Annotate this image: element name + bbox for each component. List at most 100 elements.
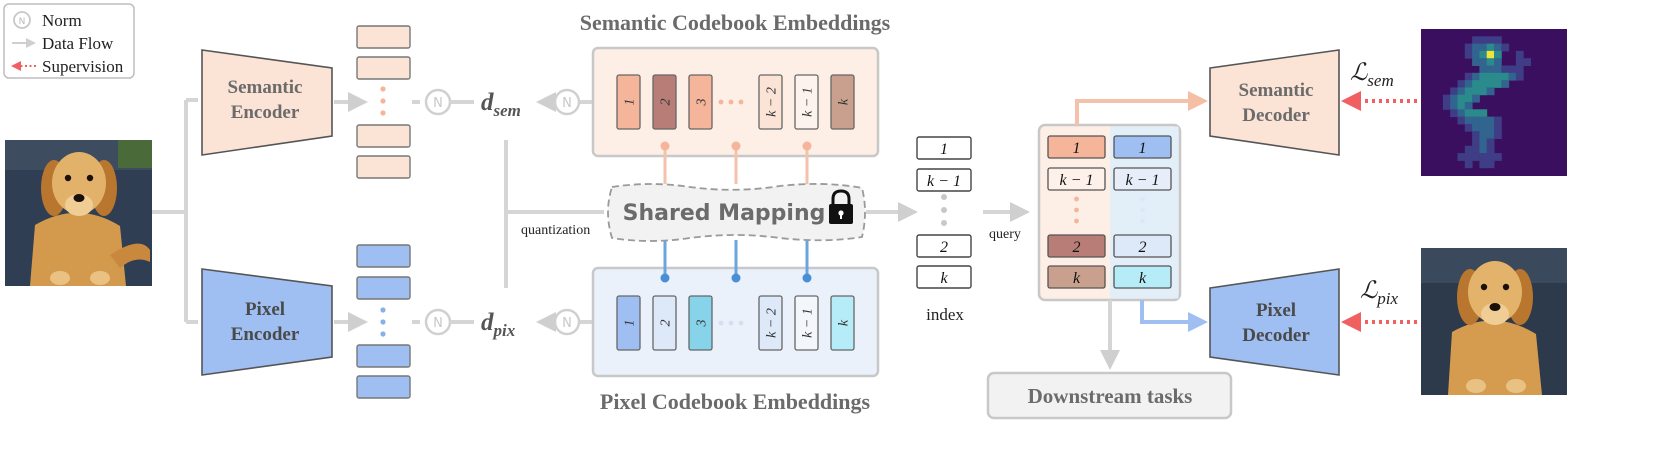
pixel-encoder-label-2: Encoder [231, 324, 300, 345]
index-item-label: 2 [940, 239, 948, 256]
heatmap-cell [1442, 102, 1451, 110]
heatmap-cell [1486, 153, 1495, 161]
heatmap-cell [1457, 80, 1466, 88]
pix-codebook-entry-label: 1 [623, 320, 638, 327]
pix-codebook-entry: k − 2 [758, 295, 783, 351]
input-image [5, 140, 152, 286]
pix-codebook-entry: 3 [688, 295, 713, 351]
index-list: 1k − 12k [916, 136, 972, 289]
pixel-mapping-connectors [660, 240, 812, 283]
heatmap-cell [1494, 50, 1502, 59]
shared-mapping-label: Shared Mapping [623, 201, 826, 226]
query-pix-label: k [1139, 270, 1147, 287]
heatmap-cell [1457, 116, 1466, 125]
query-sem-label: k − 1 [1060, 172, 1094, 189]
sem-codebook-entry: 2 [652, 74, 677, 130]
heatmap-cell [1472, 131, 1480, 139]
heatmap-cell [1464, 72, 1473, 81]
downstream-tasks-box: Downstream tasks [986, 371, 1233, 420]
pix-codebook-entry: 2 [652, 295, 677, 351]
heatmap-cell [1464, 80, 1473, 88]
index-ellipsis-dot [941, 207, 947, 213]
query-label: query [989, 227, 1021, 242]
heatmap-cell [1494, 116, 1502, 125]
heatmap-cell [1464, 43, 1473, 52]
pix-codebook-entry-label: k − 2 [765, 308, 780, 338]
heatmap-cell [1479, 65, 1488, 74]
query-ellipsis-dot [1140, 207, 1145, 213]
sem-codebook-ellipsis-dot [738, 99, 744, 105]
query-ellipsis-dot [1074, 218, 1079, 224]
legend-data-flow-label: Data Flow [42, 34, 114, 53]
sem-norm-icon-left: N [424, 88, 452, 116]
heatmap-cell [1472, 87, 1480, 96]
pix-codebook-ellipsis-dot [738, 320, 744, 326]
index-item-label: k [940, 270, 948, 287]
heatmap-cell [1486, 58, 1495, 66]
semantic-encoder: Semantic Encoder [201, 49, 333, 156]
query-sem-label: 2 [1073, 239, 1081, 256]
heatmap-cell [1494, 65, 1502, 74]
sem-codebook-entry: 1 [616, 74, 641, 130]
heatmap-cell [1479, 160, 1488, 169]
pixel-decoder: Pixel Decoder [1209, 268, 1340, 376]
semantic-decoder-label-1: Semantic [1239, 80, 1314, 101]
input-split-lines [152, 98, 198, 324]
heatmap-cell [1479, 87, 1488, 96]
index-ellipsis-dot [941, 220, 947, 226]
semantic-codebook-title: Semantic Codebook Embeddings [580, 10, 891, 35]
index-ellipsis-dot [941, 194, 947, 200]
heatmap-cell [1486, 116, 1495, 125]
heatmap-cell [1479, 80, 1488, 88]
heatmap-cell [1486, 160, 1495, 169]
pix-norm-right-symbol: N [562, 316, 572, 331]
query-sem-label: 1 [1073, 140, 1081, 157]
heatmap-cell [1486, 65, 1495, 74]
pix-codebook-entry: k − 1 [794, 295, 819, 351]
heatmap-cell [1486, 123, 1495, 132]
pix-norm-icon-left: N [424, 308, 452, 336]
heatmap-cell [1472, 58, 1480, 66]
pix-codebook-ellipsis-dot [728, 320, 734, 326]
semantic-mapping-connectors [660, 141, 812, 184]
sem-codebook-entry-label: k − 1 [801, 87, 816, 117]
pixel-codebook-title: Pixel Codebook Embeddings [600, 389, 871, 414]
heatmap-cell [1464, 145, 1473, 154]
pix-norm-icon-right: N [553, 308, 581, 336]
sem-norm-right-symbol: N [562, 96, 572, 111]
pixel-decoder-label-1: Pixel [1256, 300, 1296, 321]
heatmap-cell [1472, 153, 1480, 161]
heatmap-cell [1479, 145, 1488, 154]
pix-norm-left-symbol: N [433, 316, 443, 331]
query-pix-label: 2 [1139, 239, 1147, 256]
heatmap-cell [1464, 153, 1473, 161]
quantization-label: quantization [521, 223, 590, 238]
pixel-decoder-label-2: Decoder [1242, 325, 1310, 346]
pix-codebook-entry: k [830, 295, 855, 351]
heatmap-cell [1486, 72, 1495, 81]
pix-codebook-entry-label: k − 1 [801, 308, 816, 338]
heatmap-cell [1515, 65, 1524, 74]
heatmap-cell [1457, 87, 1466, 96]
legend: N Norm Data Flow Supervision [3, 3, 135, 79]
heatmap-cell [1494, 36, 1502, 45]
semantic-encoder-label-2: Encoder [231, 102, 300, 123]
semantic-decoder: Semantic Decoder [1209, 49, 1340, 156]
heatmap-cell [1486, 36, 1495, 45]
heatmap-cell [1472, 94, 1480, 103]
heatmap-cell [1479, 58, 1488, 66]
pix-codebook-entry: 1 [616, 295, 641, 351]
sem-codebook-entry: k − 2 [758, 74, 783, 130]
heatmap-cell [1486, 138, 1495, 147]
heatmap-cell [1472, 138, 1480, 147]
pixel-feature-tokens [356, 244, 411, 399]
loss-sem-label: ℒsem [1350, 60, 1394, 90]
heatmap-cell [1494, 131, 1502, 139]
heatmap-cell [1479, 36, 1488, 45]
